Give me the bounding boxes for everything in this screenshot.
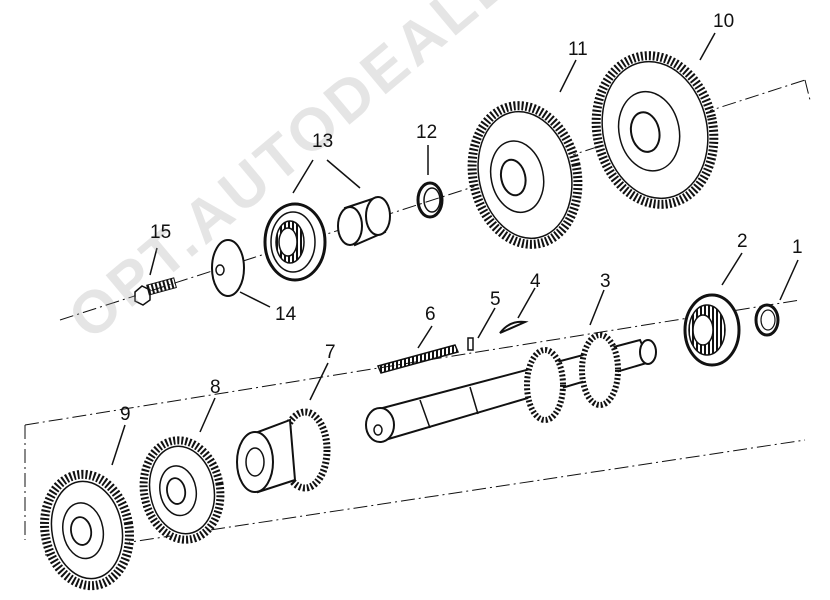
part-15-bolt [134,277,177,306]
part-14-washer [211,239,245,297]
part-2-ball-bearing [683,293,741,367]
callout-9: 9 [120,404,131,425]
callout-6: 6 [425,304,436,325]
leader-lines [111,32,799,466]
part-7-sliding-gear [236,408,331,494]
callout-1: 1 [792,237,803,258]
callout-8: 8 [210,377,221,398]
part-13-sleeve [337,196,391,247]
callout-12: 12 [416,122,438,143]
part-13-needle-bearing [263,202,327,282]
part-1-snap-ring [754,303,780,337]
callout-14: 14 [275,304,297,325]
callout-3: 3 [600,271,611,292]
callout-13: 13 [312,131,334,152]
part-3-shaft [365,332,657,443]
callout-15: 15 [150,222,172,243]
callout-2: 2 [737,231,748,252]
callout-7: 7 [325,342,336,363]
callout-5: 5 [490,289,501,310]
part-4-woodruff-key [499,320,529,334]
callout-4: 4 [530,271,541,292]
part-10-gear [591,51,719,209]
part-11-gear [467,101,583,249]
part-9-gear [40,469,134,591]
callout-11: 11 [568,39,588,60]
part-5-pin [467,337,474,351]
part-6-key-bar [376,344,460,374]
callout-10: 10 [713,11,735,32]
part-12-snap-ring [416,181,444,219]
part-8-gear [139,436,225,544]
